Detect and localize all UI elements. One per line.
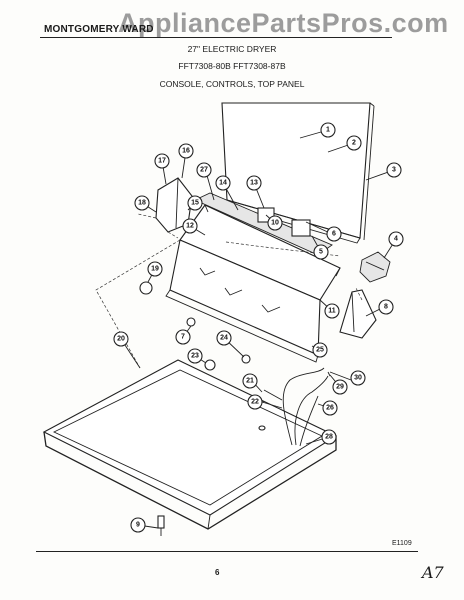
knobs xyxy=(139,281,251,371)
callout-25: 25 xyxy=(312,342,328,358)
svg-text:27: 27 xyxy=(200,167,208,174)
callout-22: 22 xyxy=(247,394,263,410)
svg-text:13: 13 xyxy=(250,180,258,187)
callout-29: 29 xyxy=(332,379,348,395)
end-cap-right-part xyxy=(339,289,377,339)
svg-text:14: 14 xyxy=(219,180,227,187)
svg-text:26: 26 xyxy=(326,405,334,412)
callout-13: 13 xyxy=(246,175,262,191)
svg-text:29: 29 xyxy=(336,384,344,391)
page-number: 6 xyxy=(215,568,220,577)
svg-text:4: 4 xyxy=(394,236,398,243)
callout-1: 1 xyxy=(320,122,336,138)
callout-30: 30 xyxy=(350,370,366,386)
callout-3: 3 xyxy=(386,162,402,178)
diagram-code: E1109 xyxy=(392,540,412,547)
svg-text:22: 22 xyxy=(251,399,259,406)
svg-text:10: 10 xyxy=(271,220,279,227)
model-numbers: FFT7308-80B FFT7308-87B xyxy=(178,61,286,71)
svg-text:23: 23 xyxy=(191,353,199,360)
handwritten-mark: A7 xyxy=(422,563,444,582)
svg-text:11: 11 xyxy=(328,308,336,315)
watermark: AppliancePartsPros.com xyxy=(118,8,449,38)
svg-text:20: 20 xyxy=(117,336,125,343)
svg-text:2: 2 xyxy=(352,140,356,147)
callout-28: 28 xyxy=(321,429,337,445)
callout-7: 7 xyxy=(175,329,191,345)
callout-21: 21 xyxy=(242,373,258,389)
svg-text:28: 28 xyxy=(325,434,333,441)
svg-text:25: 25 xyxy=(316,347,324,354)
callout-18: 18 xyxy=(134,195,150,211)
svg-text:7: 7 xyxy=(181,334,185,341)
svg-text:18: 18 xyxy=(138,200,146,207)
callout-15: 15 xyxy=(187,195,203,211)
top-panel-part xyxy=(221,102,375,244)
callout-23: 23 xyxy=(187,348,203,364)
leveling-leg-part xyxy=(157,515,165,536)
svg-text:21: 21 xyxy=(246,378,254,385)
callout-8: 8 xyxy=(378,299,394,315)
product-title: 27" ELECTRIC DRYER xyxy=(187,44,277,54)
callout-5: 5 xyxy=(313,244,329,260)
svg-text:9: 9 xyxy=(136,522,140,529)
svg-text:16: 16 xyxy=(182,148,190,155)
callout-4: 4 xyxy=(388,231,404,247)
svg-text:3: 3 xyxy=(392,167,396,174)
svg-text:30: 30 xyxy=(354,375,362,382)
callout-17: 17 xyxy=(154,153,170,169)
timer-part xyxy=(359,251,391,283)
callout-6: 6 xyxy=(326,226,342,242)
svg-text:15: 15 xyxy=(191,200,199,207)
svg-text:17: 17 xyxy=(158,158,166,165)
callout-20: 20 xyxy=(113,331,129,347)
svg-text:24: 24 xyxy=(220,335,228,342)
callout-9: 9 xyxy=(130,517,146,533)
brand-label: MONTGOMERY WARD xyxy=(44,24,154,35)
header-rule xyxy=(40,37,392,38)
console-back-strip-part xyxy=(193,192,333,256)
callout-26: 26 xyxy=(322,400,338,416)
callout-2: 2 xyxy=(346,135,362,151)
callout-19: 19 xyxy=(147,261,163,277)
svg-text:5: 5 xyxy=(319,249,323,256)
callout-11: 11 xyxy=(324,303,340,319)
svg-text:19: 19 xyxy=(151,266,159,273)
section-title: CONSOLE, CONTROLS, TOP PANEL xyxy=(159,79,305,89)
callout-16: 16 xyxy=(178,143,194,159)
wire-harness-part xyxy=(261,367,329,447)
svg-text:6: 6 xyxy=(332,231,336,238)
callout-12: 12 xyxy=(182,218,198,234)
svg-text:8: 8 xyxy=(384,304,388,311)
callout-24: 24 xyxy=(216,330,232,346)
svg-text:12: 12 xyxy=(186,223,194,230)
svg-text:1: 1 xyxy=(326,127,330,134)
footer-rule xyxy=(36,551,418,552)
callout-10: 10 xyxy=(267,215,283,231)
callout-27: 27 xyxy=(196,162,212,178)
callout-14: 14 xyxy=(215,175,231,191)
